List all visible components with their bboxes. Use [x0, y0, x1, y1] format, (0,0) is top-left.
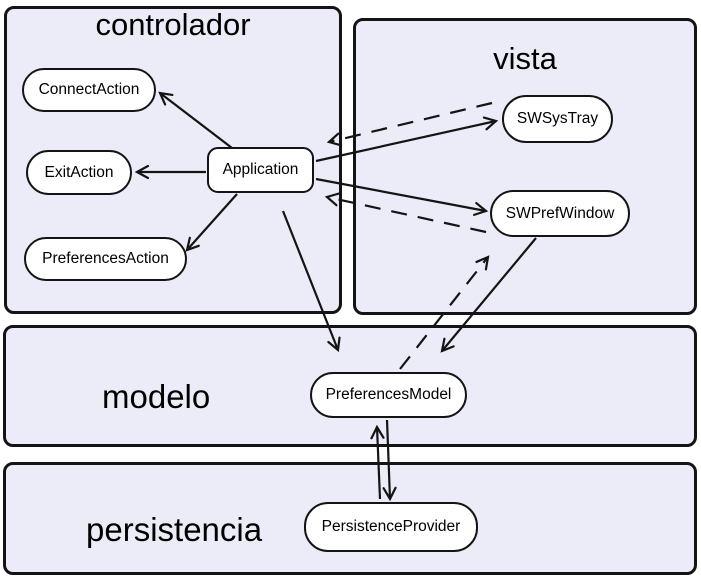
node-label-preferencesaction: PreferencesAction	[42, 250, 169, 267]
node-label-exitaction: ExitAction	[44, 163, 114, 181]
node-label-connectaction: ConnectAction	[38, 81, 140, 98]
node-preferencesmodel: PreferencesModel	[310, 372, 467, 418]
node-swsystray: SWSysTray	[502, 95, 613, 143]
node-application: Application	[207, 147, 314, 193]
node-exitaction: ExitAction	[26, 150, 132, 195]
node-connectaction: ConnectAction	[22, 68, 156, 112]
container-title-vista: vista	[493, 41, 557, 76]
container-vista: vista	[353, 18, 697, 315]
container-title-controlador: controlador	[95, 7, 251, 42]
node-label-application: Application	[222, 161, 299, 178]
node-label-swsystray: SWSysTray	[516, 110, 599, 127]
container-title-modelo: modelo	[102, 378, 211, 415]
node-persistenceprovider: PersistenceProvider	[304, 502, 478, 552]
node-preferencesaction: PreferencesAction	[24, 237, 187, 281]
container-title-persistencia: persistencia	[86, 511, 263, 548]
node-label-preferencesmodel: PreferencesModel	[325, 386, 452, 403]
node-label-persistenceprovider: PersistenceProvider	[321, 518, 461, 535]
node-swprefwindow: SWPrefWindow	[490, 190, 630, 237]
node-label-swprefwindow: SWPrefWindow	[505, 204, 615, 222]
